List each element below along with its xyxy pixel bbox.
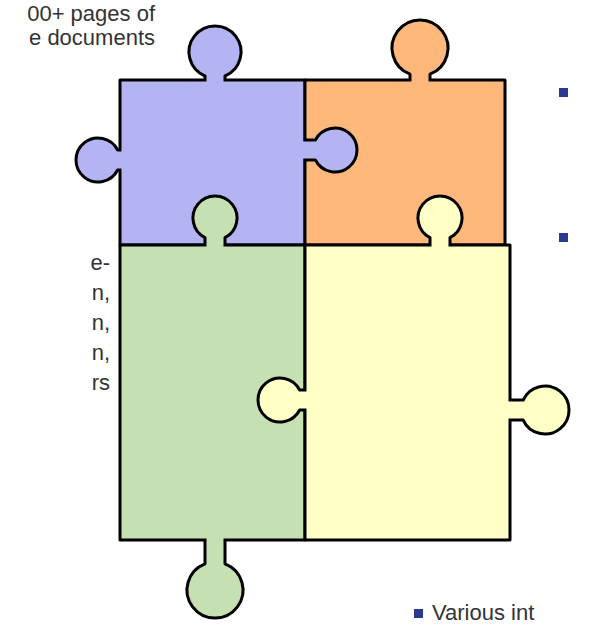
text-fragment: n, [92, 310, 110, 335]
text-fragment: 00+ pages of [27, 1, 155, 26]
bullet-square [414, 609, 423, 618]
bullet-square [559, 233, 568, 242]
text-fragment: n, [92, 340, 110, 365]
orange-piece [305, 80, 505, 245]
yellow-piece [305, 245, 510, 540]
purple-piece [120, 80, 305, 245]
knob-fills [76, 20, 569, 618]
text-fragment: rs [92, 370, 110, 395]
text-fragment: e- [90, 250, 110, 275]
knob-outlines [76, 20, 569, 618]
text-fragment: n, [92, 280, 110, 305]
text-fragment: Various int [432, 600, 534, 625]
text-fragment: e documents [29, 25, 155, 50]
green-piece [120, 245, 305, 540]
bullet-square [559, 88, 568, 97]
